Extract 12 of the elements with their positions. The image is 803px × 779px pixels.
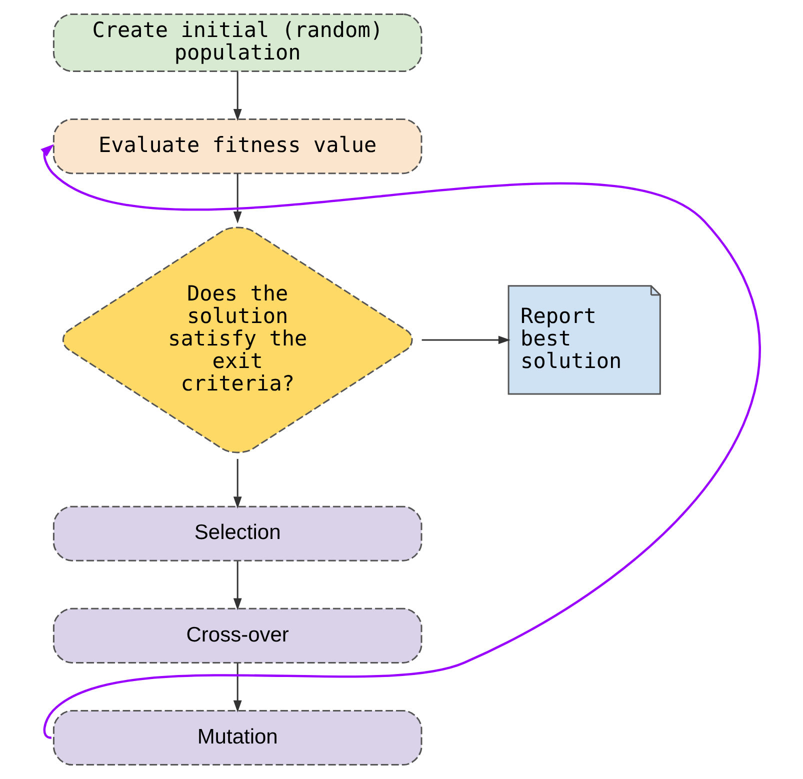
arrow [232, 458, 242, 509]
node-box: Create initial (random) population [52, 13, 422, 72]
arrow [232, 174, 242, 224]
node-box: Selection [52, 506, 422, 562]
node-box: Evaluate fitness value [52, 118, 422, 174]
node-box: Cross-over [52, 608, 422, 664]
arrow [232, 663, 242, 712]
node-box: Mutation [52, 710, 422, 766]
arrow [40, 144, 760, 738]
arrow [232, 72, 242, 122]
arrow [232, 561, 242, 610]
arrow [421, 336, 510, 344]
